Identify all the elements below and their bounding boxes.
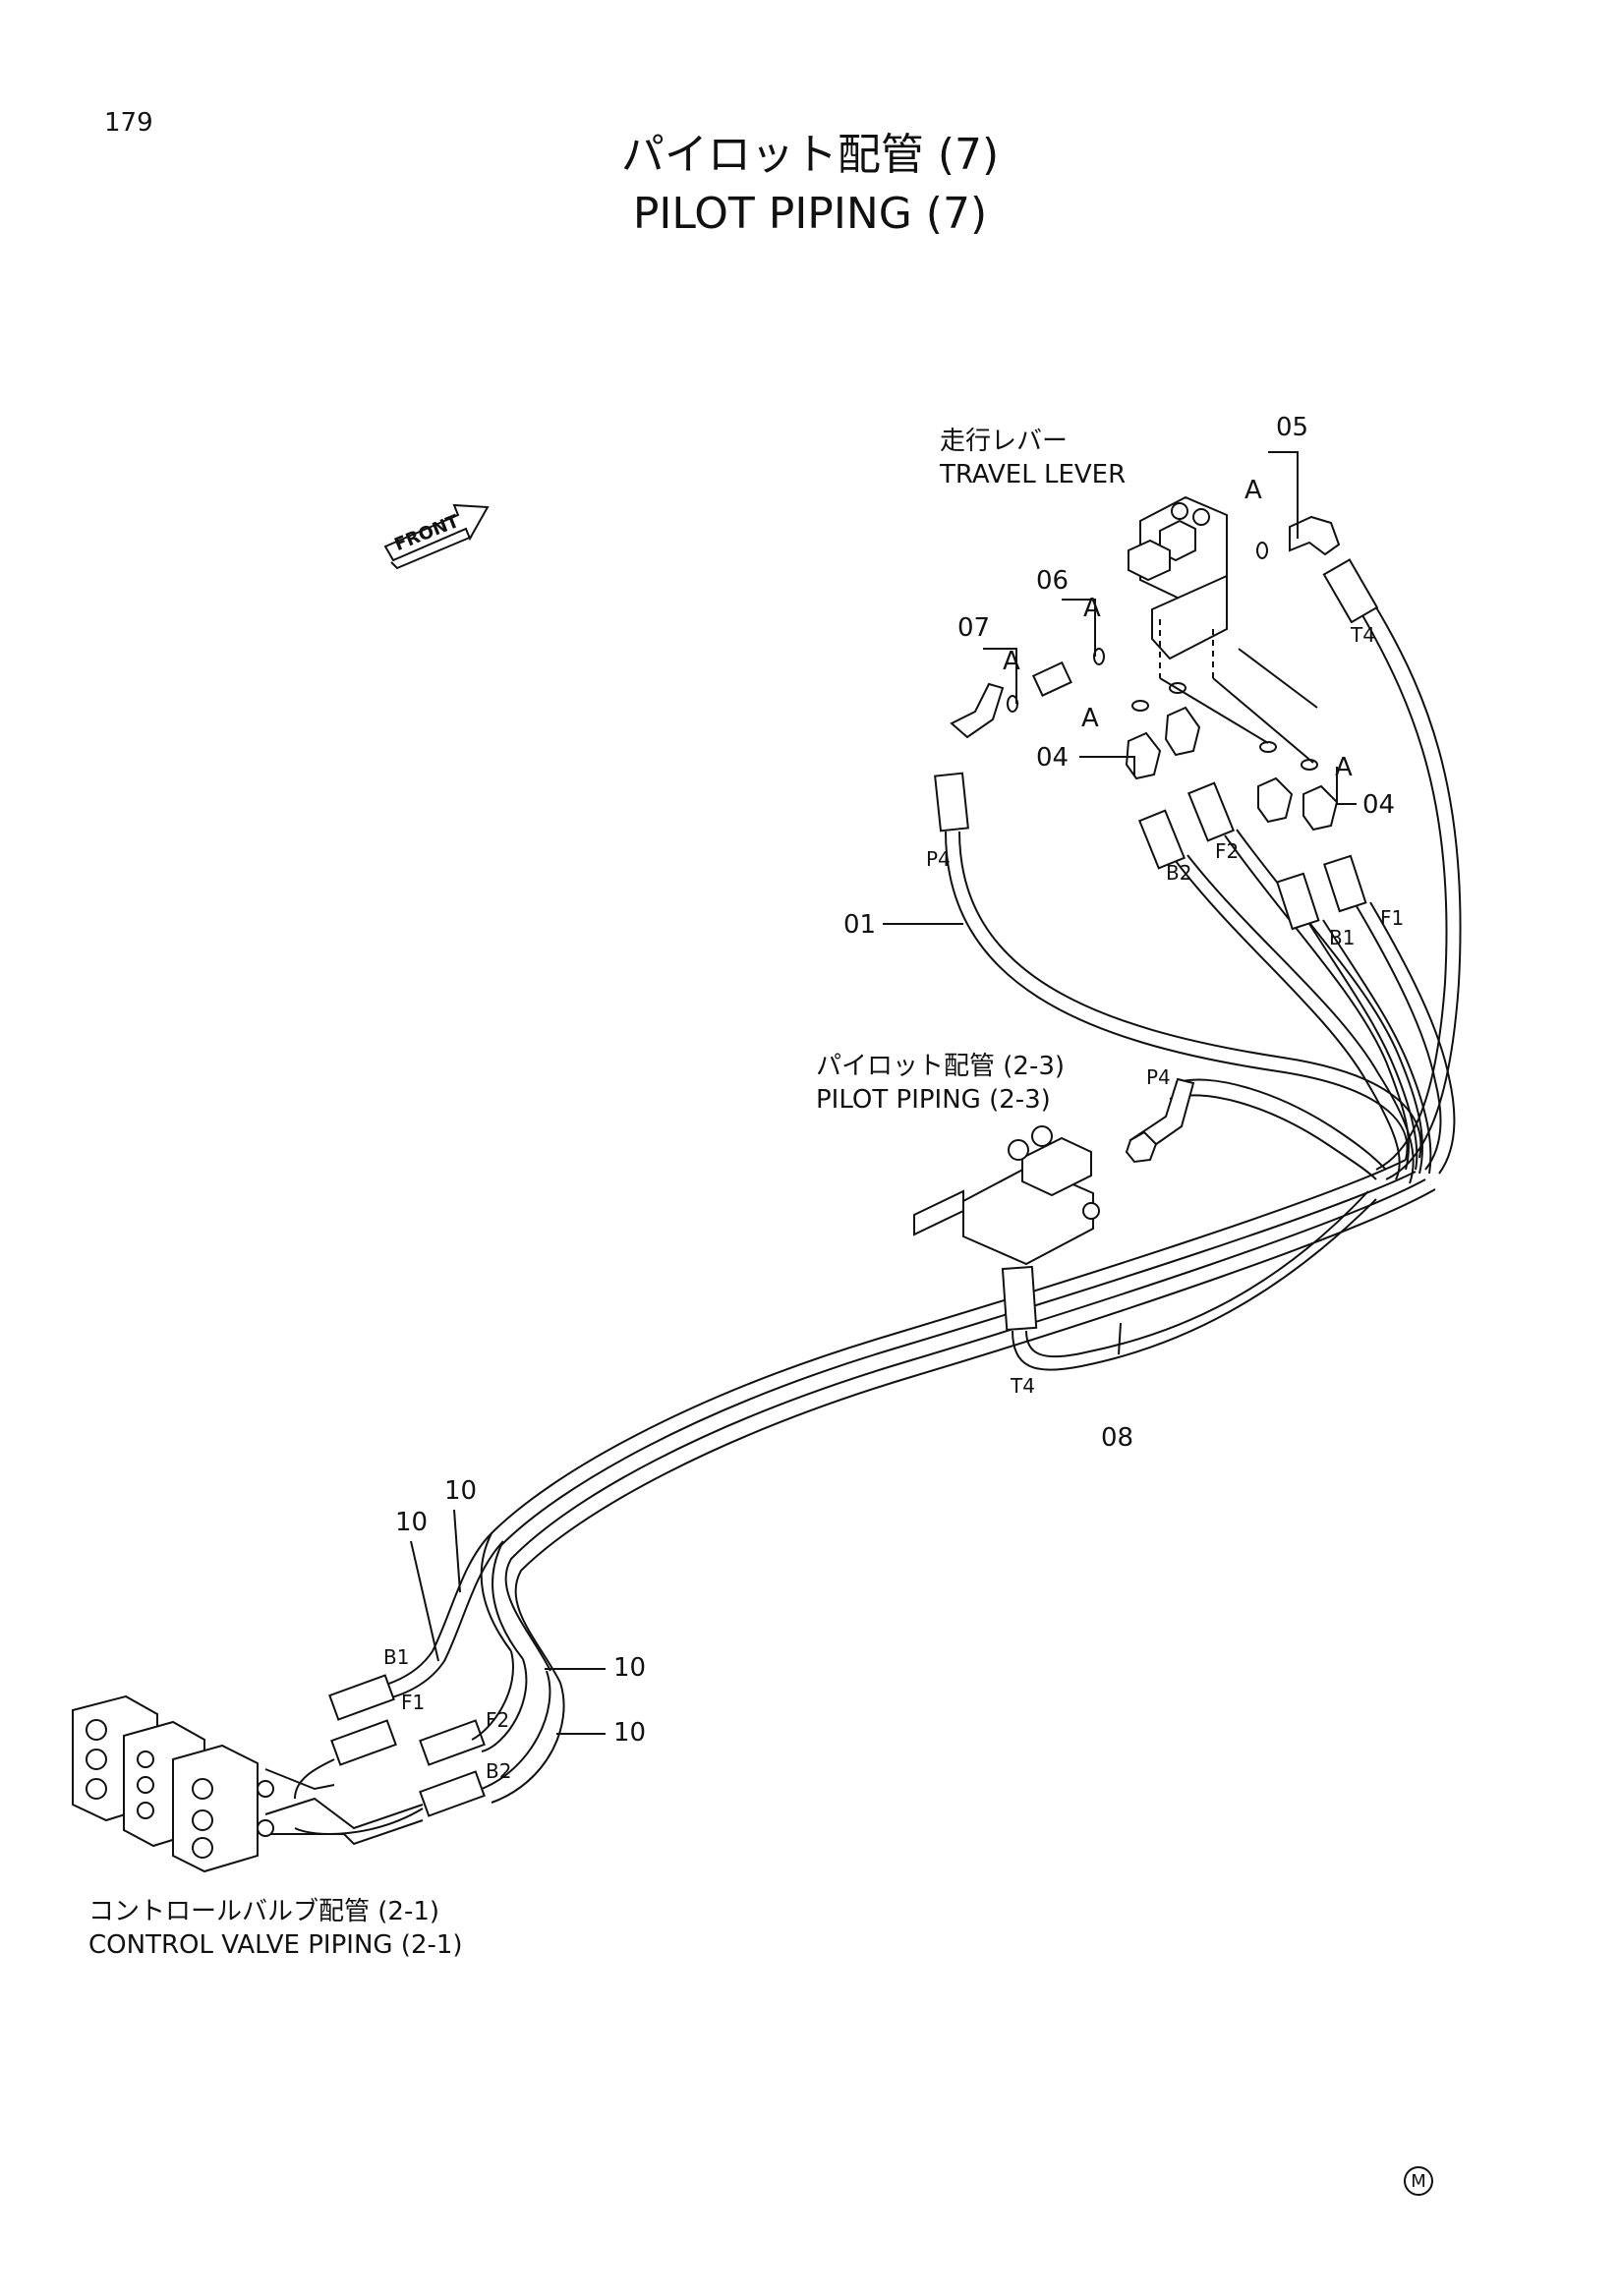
front-arrow-icon — [383, 503, 490, 570]
port-label-b2-bottom: B2 — [486, 1759, 512, 1783]
hose-bundle — [480, 1077, 1436, 1684]
port-label-t4-mid: T4 — [1011, 1374, 1035, 1398]
detail-mark-a-07: A — [1003, 647, 1020, 676]
travel-lever-valve — [1128, 495, 1228, 678]
detail-mark-a-04-right: A — [1335, 753, 1353, 782]
pilot-piping-ref-ja: パイロット配管 (2-3) — [816, 1052, 1066, 1081]
fittings-upper — [950, 515, 1341, 832]
port-label-t4-top: T4 — [1351, 623, 1375, 647]
detail-mark-a-05: A — [1244, 476, 1262, 505]
part-number-06: 06 — [1036, 566, 1070, 596]
port-label-f2-bottom: F2 — [486, 1708, 510, 1732]
page-number: 179 — [104, 108, 153, 138]
control-valve-blocks — [72, 1694, 274, 1873]
port-label-f1-bottom: F1 — [401, 1691, 426, 1714]
port-label-p4-mid: P4 — [1146, 1065, 1171, 1089]
hoses-lower — [264, 1509, 606, 1846]
part-number-04-left: 04 — [1036, 743, 1070, 773]
port-label-f2-top: F2 — [1215, 839, 1240, 863]
part-number-05: 05 — [1276, 413, 1309, 442]
part-number-10-b: 10 — [444, 1476, 478, 1506]
part-number-10-d: 10 — [613, 1718, 647, 1748]
pilot-piping-ref-en: PILOT PIPING (2-3) — [816, 1085, 1051, 1115]
port-label-b1-top: B1 — [1329, 926, 1356, 949]
port-label-f1-top: F1 — [1380, 906, 1405, 930]
travel-lever-label-ja: 走行レバー — [940, 427, 1069, 456]
part-number-10-a: 10 — [395, 1508, 429, 1537]
port-label-b1-bottom: B1 — [383, 1645, 410, 1669]
page-title-en: PILOT PIPING (7) — [632, 189, 988, 239]
catalog-mark: M — [1404, 2166, 1433, 2196]
detail-mark-a-06: A — [1083, 594, 1101, 623]
detail-mark-a-04-left: A — [1081, 704, 1099, 733]
leader-lines — [883, 451, 1357, 1355]
port-label-b2-top: B2 — [1166, 861, 1192, 885]
page-title-ja: パイロット配管 (7) — [620, 130, 1000, 180]
travel-lever-label-en: TRAVEL LEVER — [940, 460, 1127, 489]
control-valve-ref-ja: コントロールバルブ配管 (2-1) — [88, 1897, 440, 1926]
part-number-10-c: 10 — [613, 1653, 647, 1683]
part-number-01: 01 — [843, 910, 877, 940]
port-label-p4-top: P4 — [926, 847, 951, 871]
hoses-upper — [934, 558, 1462, 1184]
control-valve-ref-en: CONTROL VALVE PIPING (2-1) — [88, 1930, 463, 1960]
part-number-07: 07 — [957, 613, 991, 643]
part-number-08: 08 — [1101, 1423, 1134, 1453]
part-number-04-right: 04 — [1362, 790, 1396, 820]
